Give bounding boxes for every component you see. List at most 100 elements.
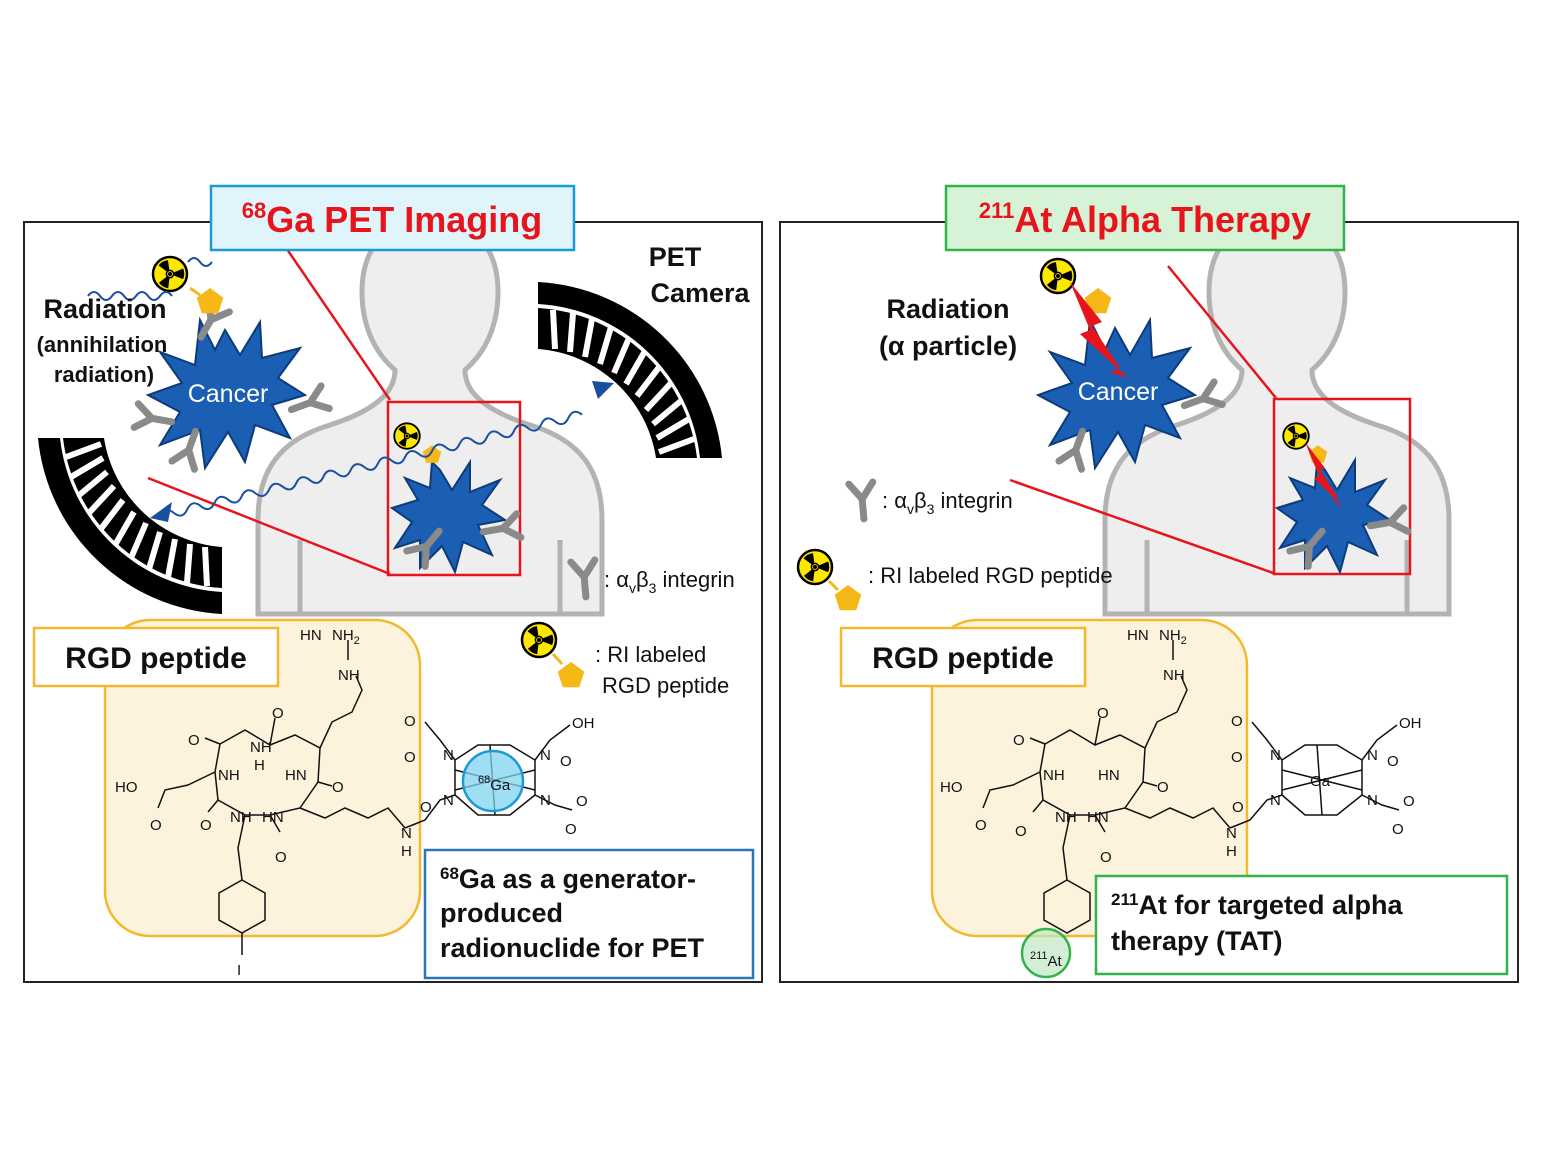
- svg-text:HN: HN: [285, 767, 307, 784]
- radiation-trefoil-icon: [1039, 257, 1078, 295]
- svg-text:HN: HN: [262, 809, 284, 826]
- svg-text:O: O: [200, 817, 212, 834]
- svg-text:N: N: [540, 792, 551, 809]
- svg-text:O: O: [1231, 713, 1243, 730]
- right-panel: Cancer : αvβ3 integrin : RI labeled RGD …: [779, 184, 1519, 983]
- radiation-trefoil-icon: [1282, 422, 1311, 450]
- chem-labels-right: HN NH2 NH O O NH HN O HO O O NH HN O N H…: [940, 627, 1422, 866]
- left-title-box: [209, 184, 576, 252]
- radiation-trefoil-icon: [151, 255, 190, 293]
- ga68-label: 68Ga: [478, 774, 511, 794]
- svg-text:O: O: [1015, 823, 1027, 840]
- at211-highlight-circle: [1020, 927, 1072, 979]
- svg-text:HO: HO: [940, 779, 963, 796]
- svg-text:OH: OH: [572, 715, 595, 732]
- ga68-highlight-circle: [461, 749, 525, 813]
- svg-text:N: N: [401, 825, 412, 842]
- svg-text:N: N: [1367, 792, 1378, 809]
- tumor-zoom-box: [386, 400, 522, 577]
- svg-text:NH: NH: [338, 667, 360, 684]
- rgd-label-box: [32, 626, 280, 688]
- tumor-small-right: [1274, 422, 1408, 575]
- left-panel: Cancer : αvβ3 integrin : RI labeled: [23, 184, 763, 983]
- svg-text:N: N: [1270, 792, 1281, 809]
- svg-text:O: O: [565, 821, 577, 838]
- radiation-label-line2: (annihilation: [37, 332, 168, 357]
- rgd-label-box: [839, 626, 1087, 688]
- svg-text:HN: HN: [1098, 767, 1120, 784]
- info-ga68-line2: produced: [440, 898, 563, 928]
- pet-camera-label-line2: Camera: [650, 278, 750, 308]
- svg-text:O: O: [275, 849, 287, 866]
- arrow-right-icon: [592, 381, 614, 399]
- svg-text:O: O: [1392, 821, 1404, 838]
- svg-text:N: N: [1270, 747, 1281, 764]
- radiation-wave: [87, 257, 213, 301]
- svg-text:NH: NH: [230, 809, 252, 826]
- cancer-label: Cancer: [188, 380, 269, 408]
- svg-text:O: O: [272, 705, 284, 722]
- rgd-dota-structure-right: [982, 640, 1400, 934]
- info-at211-line2: therapy (TAT): [1111, 926, 1283, 956]
- svg-text:NH: NH: [1043, 767, 1065, 784]
- svg-text:N: N: [443, 747, 454, 764]
- svg-text:O: O: [404, 713, 416, 730]
- svg-text:O: O: [150, 817, 162, 834]
- svg-text:O: O: [1157, 779, 1169, 796]
- svg-text:H: H: [254, 757, 265, 774]
- rgd-label: RGD peptide: [872, 642, 1054, 675]
- svg-text:NH: NH: [1163, 667, 1185, 684]
- right-title-box: [944, 184, 1346, 252]
- radiation-label-line1: Radiation: [886, 294, 1009, 324]
- iodine-label: I: [237, 962, 241, 979]
- left-title: 68Ga PET Imaging: [242, 198, 543, 240]
- info-at211-line1: 211At for targeted alpha: [1111, 890, 1403, 920]
- tumor-zoom-box: [1272, 397, 1412, 576]
- svg-text:O: O: [1013, 732, 1025, 749]
- svg-text:NH: NH: [218, 767, 240, 784]
- alpha-particle-bolt: [1070, 282, 1128, 378]
- rgd-label: RGD peptide: [65, 642, 247, 675]
- svg-text:O: O: [332, 779, 344, 796]
- svg-text:O: O: [1100, 849, 1112, 866]
- svg-text:NH2: NH2: [332, 627, 360, 647]
- svg-text:N: N: [443, 792, 454, 809]
- annihilation-photon-path: [159, 410, 583, 517]
- rgd-highlight-box: [103, 618, 422, 938]
- ri-legend-label: : RI labeled RGD peptide: [868, 563, 1113, 588]
- cancer-cell-left: Cancer: [145, 316, 308, 471]
- svg-text:H: H: [401, 843, 412, 860]
- radiation-trefoil-icon: [796, 548, 835, 586]
- info-box-ga68: [423, 848, 755, 980]
- svg-text:NH: NH: [1055, 809, 1077, 826]
- ga-label: Ga: [1310, 773, 1331, 790]
- svg-text:O: O: [560, 753, 572, 770]
- svg-text:HN: HN: [1087, 809, 1109, 826]
- radiation-trefoil-icon: [520, 621, 559, 659]
- svg-text:O: O: [1097, 705, 1109, 722]
- svg-text:N: N: [1226, 825, 1237, 842]
- radiation-label-line1: Radiation: [43, 294, 166, 324]
- chem-labels-left: HN NH2 NH O O NH H NH HN O HO O O NH HN …: [115, 627, 595, 979]
- right-title: 211At Alpha Therapy: [979, 198, 1311, 240]
- ri-legend-line1: : RI labeled: [595, 642, 706, 667]
- svg-text:HN: HN: [300, 627, 322, 644]
- svg-text:HN: HN: [1127, 627, 1149, 644]
- svg-text:O: O: [420, 799, 432, 816]
- pet-camera-ring-right: [538, 282, 722, 458]
- at211-label: 211At: [1030, 950, 1063, 970]
- svg-text:O: O: [1231, 749, 1243, 766]
- pet-camera-label-line1: PET: [649, 242, 702, 272]
- rgd-highlight-box: [930, 618, 1249, 938]
- cancer-label: Cancer: [1078, 378, 1159, 406]
- svg-text:H: H: [1226, 843, 1237, 860]
- tumor-small-left: [389, 422, 521, 575]
- radiation-label-line3: radiation): [54, 362, 154, 387]
- pet-camera-ring-left: [38, 438, 222, 614]
- ri-legend-line2: RGD peptide: [602, 673, 729, 698]
- info-ga68-line1: 68Ga as a generator-: [440, 864, 696, 894]
- svg-text:O: O: [1232, 799, 1244, 816]
- rgd-dota-structure-left: [157, 640, 573, 955]
- svg-text:O: O: [1387, 753, 1399, 770]
